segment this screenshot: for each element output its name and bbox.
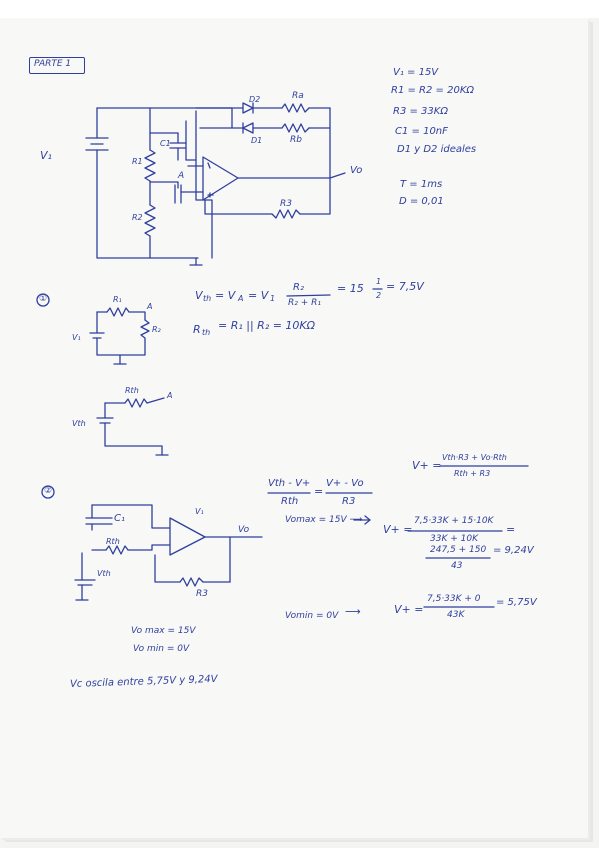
circuit1-rb-label: Rb (290, 135, 302, 145)
spec-duty: D = 0,01 (399, 196, 444, 207)
vplus-lhs: V+ = (412, 459, 442, 472)
spec-r3: R3 = 33KΩ (393, 106, 448, 117)
frac1-den: Rth (281, 496, 299, 507)
vomax-eq: = (506, 523, 516, 536)
eq1-result: = 7,5V (386, 280, 424, 293)
eq1-va-sub: A (238, 294, 244, 303)
paper-sheet (0, 18, 588, 838)
spec-r1-r2: R1 = R2 = 20KΩ (391, 85, 475, 96)
eq1-vth-sub: th (203, 294, 212, 303)
frac2-num: V+ - Vo (326, 478, 364, 489)
circuit1-r1-label: R1 (132, 157, 143, 166)
section2-rth-label: Rth (106, 537, 120, 546)
section2-c1-label: C₁ (114, 513, 125, 524)
circuit1-r2-label: R2 (132, 213, 143, 222)
section1-r2-label: R₂ (152, 325, 161, 334)
frac2-den: R3 (342, 496, 356, 507)
section-2-drawing (41, 465, 529, 608)
vo-max-note: Vo max = 15V (131, 626, 196, 636)
section1-number: ① (39, 294, 48, 304)
section1-v1-label: V₁ (72, 333, 81, 342)
eq1-num: R₂ (293, 282, 304, 293)
circuit1-node-a: A (178, 171, 185, 181)
vomin-arrow: ⟶ (345, 605, 361, 618)
circuit1-c1-label: C1 (160, 139, 171, 148)
thev-node-a: A (167, 391, 173, 400)
section2-number: ② (44, 486, 53, 496)
thev-vth-label: Vth (72, 419, 86, 428)
vplus-num: Vth·R3 + Vo·Rth (442, 453, 507, 462)
vomax-result: = 9,24V (493, 545, 534, 556)
vomax-vplus: V+ = (383, 523, 413, 536)
vomax-den: 33K + 10K (430, 534, 478, 544)
section2-r3-label: R3 (196, 589, 208, 599)
eq1-tail: = 15 (337, 282, 364, 295)
vplus-den: Rth + R3 (454, 469, 491, 478)
top-edge (0, 0, 599, 18)
eq1-half-den: 2 (376, 291, 382, 300)
vomin-den: 43K (447, 610, 465, 620)
circuit1-d2-label: D2 (249, 95, 261, 104)
vomax-num2: 247,5 + 150 (430, 545, 487, 555)
eq1-den: R₂ + R₁ (288, 298, 321, 308)
eq1-v1-sub: 1 (270, 294, 276, 303)
spec-c1: C1 = 10nF (395, 126, 448, 137)
circuit1-r3-label: R3 (280, 199, 292, 209)
vomin-vplus: V+ = (394, 603, 424, 616)
spec-period: T = 1ms (400, 179, 443, 190)
vomin-result: = 5,75V (496, 597, 537, 608)
section2-v1-label: V₁ (195, 507, 204, 516)
title-box (29, 57, 85, 74)
eq1-v1: = V (248, 289, 269, 302)
vomax-den2: 43 (451, 561, 463, 571)
frac1-num: Vth - V+ (268, 478, 311, 489)
vomin-label: Vomin = 0V (285, 611, 339, 621)
section2-vo-label: Vo (238, 525, 250, 535)
section1-node-a: A (147, 302, 153, 311)
eq1-va: = V (215, 289, 236, 302)
circuit-1-drawing (85, 102, 346, 266)
eq2-rth: R (193, 323, 201, 336)
thev-rth-label: Rth (125, 386, 139, 395)
vomax-num: 7,5·33K + 15·10K (414, 516, 494, 526)
circuit1-d1-label: D1 (251, 136, 263, 145)
vomin-num: 7,5·33K + 0 (427, 594, 481, 604)
vomax-label: Vomax = 15V ⟶ (285, 515, 363, 525)
spec-v1: V₁ = 15V (393, 67, 439, 78)
circuit1-v1-label: V₁ (40, 149, 52, 162)
title-text: PARTE 1 (34, 59, 72, 69)
section-1-drawing (36, 293, 169, 456)
section2-vth-label: Vth (97, 569, 111, 578)
section1-r1-label: R₁ (113, 295, 122, 304)
eq2-rth-sub: th (202, 328, 211, 337)
vo-min-note: Vo min = 0V (133, 644, 190, 654)
frac-eq-sign: = (314, 485, 324, 498)
eq1-half-num: 1 (376, 277, 382, 286)
eq1-vth: V (195, 289, 203, 302)
eq2-tail: = R₁ || R₂ = 10KΩ (218, 319, 316, 332)
circuit1-ra-label: Ra (292, 91, 304, 101)
spec-diodes: D1 y D2 ideales (397, 144, 477, 155)
circuit1-vo-label: Vo (350, 165, 363, 176)
